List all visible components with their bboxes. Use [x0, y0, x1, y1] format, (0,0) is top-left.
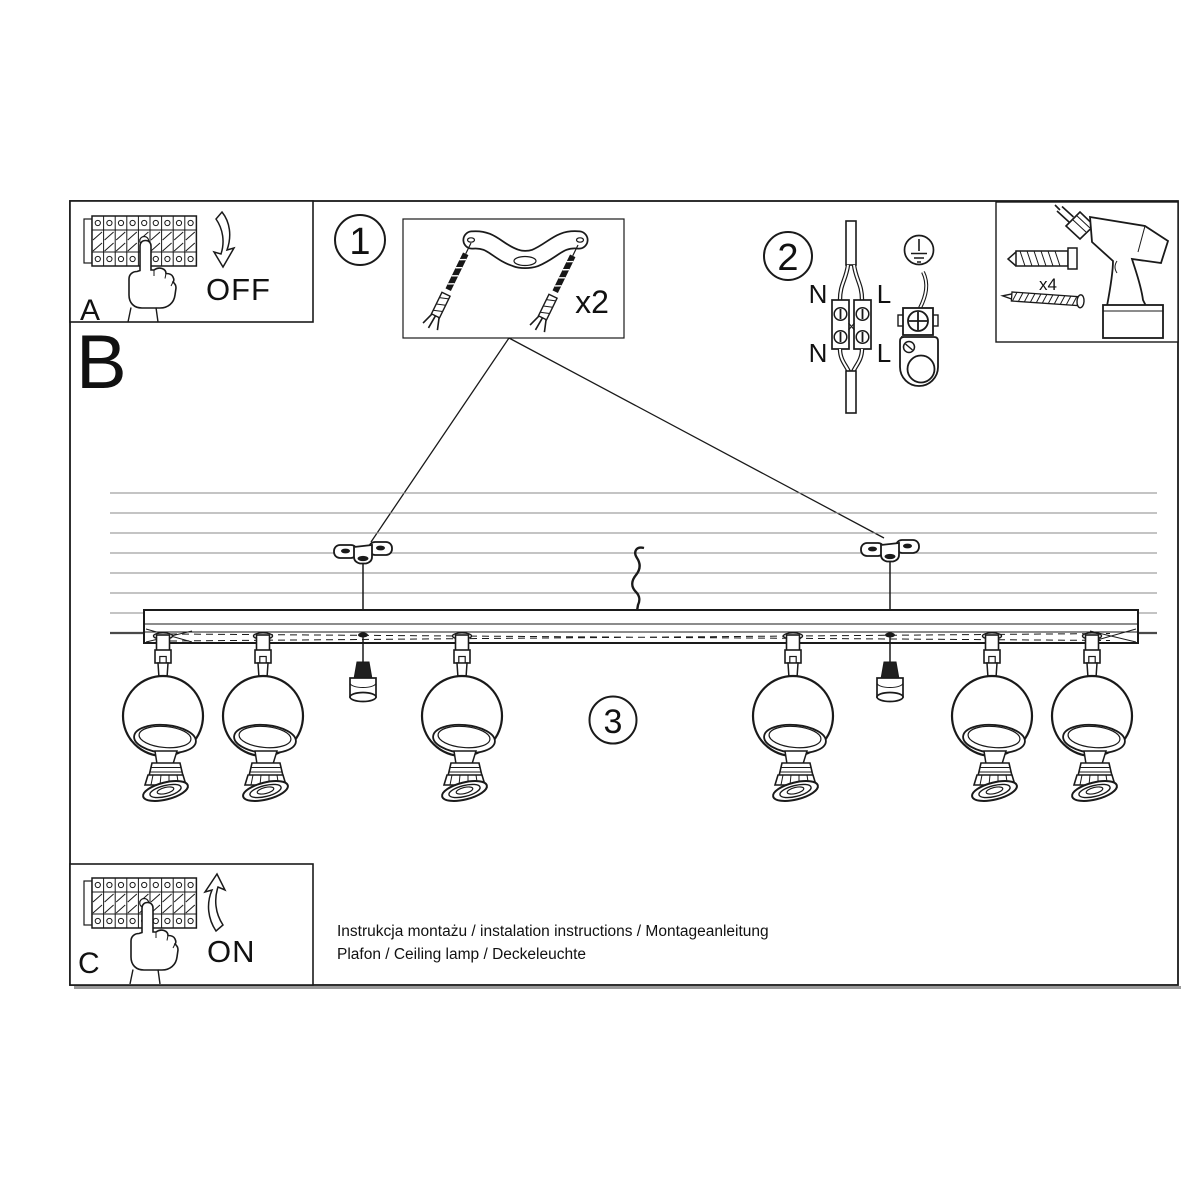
step-3-badge: 3: [588, 695, 638, 745]
label-n-top: N: [809, 279, 828, 309]
bracket-drop-lines: [362, 562, 891, 612]
arrow-down-icon: [212, 210, 236, 269]
step-3-number: 3: [604, 703, 623, 741]
screw-icon: [1000, 291, 1085, 309]
label-l-bottom: L: [877, 338, 891, 368]
earth-symbol-icon: [903, 234, 935, 266]
panel-a-box: OFF A: [69, 200, 314, 327]
label-qty-anchors: x4: [1039, 275, 1057, 294]
ground-clamp-icon: [897, 271, 939, 387]
label-a: A: [80, 294, 100, 327]
label-qty-brackets: x2: [575, 284, 609, 320]
arrow-up-icon: [203, 872, 227, 933]
power-cable-icon: [631, 546, 645, 612]
parts-box: [402, 218, 625, 339]
label-l-top: L: [877, 279, 891, 309]
step-2-number: 2: [777, 237, 798, 279]
label-n-bottom: N: [809, 338, 828, 368]
footer-line-1: Instrukcja montażu / instalation instruc…: [337, 923, 769, 940]
step-1: 1 x2: [334, 214, 885, 543]
label-c: C: [78, 947, 100, 980]
wall-plug-icon: [1006, 247, 1078, 270]
terminal-block-icon: [831, 220, 872, 414]
footer-line-2: Plafon / Ceiling lamp / Deckeleuchte: [337, 946, 586, 963]
lamp-rail: [143, 609, 1139, 644]
step-1-number: 1: [349, 221, 370, 263]
step-2: 2 N L N L: [763, 220, 939, 414]
drill-icon: [1054, 204, 1170, 339]
panel-c-box: ON C: [69, 863, 314, 986]
label-on: ON: [207, 934, 256, 969]
leader-lines: [370, 337, 885, 543]
mounting-bracket-icon: [462, 230, 589, 269]
label-b: B: [76, 320, 127, 405]
label-off: OFF: [206, 272, 271, 307]
toolbox: x4: [995, 201, 1179, 343]
page-frame: [69, 200, 1181, 989]
